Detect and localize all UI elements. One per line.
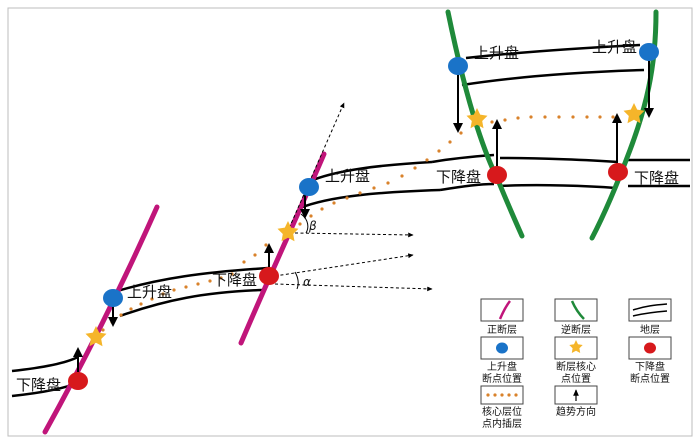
down-point-3 bbox=[487, 166, 507, 184]
label-upthrown-3: 上升盘 bbox=[474, 44, 519, 62]
stratum-right-2 bbox=[431, 153, 495, 192]
stratum-right-4 bbox=[627, 158, 690, 188]
label-upthrown-1: 上升盘 bbox=[127, 283, 172, 301]
reference-lines bbox=[274, 102, 433, 292]
up-point-4 bbox=[639, 43, 659, 61]
legend-core-star-icon bbox=[569, 340, 583, 353]
legend-label-trend: 趋势方向 bbox=[556, 405, 596, 418]
label-downthrown-3: 下降盘 bbox=[436, 168, 481, 186]
legend-reverse-fault-icon bbox=[570, 300, 585, 320]
legend-label-up-point-1: 上升盘 bbox=[487, 360, 517, 373]
legend-interp-icon bbox=[486, 393, 518, 397]
down-point-1 bbox=[68, 372, 88, 390]
angle-arc-beta bbox=[300, 213, 309, 234]
legend-label-core-1: 断层核心 bbox=[556, 360, 596, 373]
normal-fault-1 bbox=[42, 204, 160, 435]
core-star-3 bbox=[466, 108, 488, 129]
stratum-left-2 bbox=[113, 266, 269, 318]
up-point-3 bbox=[448, 57, 468, 75]
up-point-2 bbox=[299, 178, 319, 196]
stratum-right-1 bbox=[461, 43, 645, 87]
legend-label-interp-1: 核心层位 bbox=[482, 405, 522, 418]
stratum-left-3 bbox=[299, 160, 441, 210]
legend-label-down-point-2: 断点位置 bbox=[630, 372, 670, 385]
legend-label-core-2: 点位置 bbox=[561, 372, 591, 385]
up-point-1 bbox=[103, 289, 123, 307]
down-point-2 bbox=[259, 267, 279, 285]
legend-down-point-icon bbox=[644, 342, 656, 354]
legend-stratum-icon-top bbox=[632, 303, 668, 311]
angle-beta-label: β bbox=[308, 219, 317, 233]
normal-fault-2 bbox=[238, 151, 327, 346]
label-downthrown-4: 下降盘 bbox=[634, 169, 679, 187]
legend-label-up-point-2: 断点位置 bbox=[482, 372, 522, 385]
legend-label-stratum: 地层 bbox=[640, 323, 660, 336]
core-star-4 bbox=[623, 103, 645, 124]
label-downthrown-1: 下降盘 bbox=[16, 376, 61, 394]
legend-normal-fault-icon bbox=[498, 300, 511, 320]
legend-label-interp-2: 点内插层 bbox=[482, 417, 522, 430]
label-downthrown-2: 下降盘 bbox=[212, 271, 257, 289]
core-star-2 bbox=[277, 221, 299, 242]
label-upthrown-2: 上升盘 bbox=[325, 167, 370, 185]
legend-box-normal-fault bbox=[480, 298, 524, 322]
core-star-1 bbox=[85, 326, 107, 347]
angle-arc-alpha bbox=[294, 271, 299, 290]
angle-alpha-label: α bbox=[303, 275, 311, 289]
outer-border bbox=[7, 7, 693, 437]
legend-label-down-point-1: 下降盘 bbox=[635, 360, 665, 373]
down-point-4 bbox=[608, 163, 628, 181]
legend-up-point-icon bbox=[496, 342, 508, 354]
legend-label-normal-fault: 正断层 bbox=[487, 323, 517, 336]
label-upthrown-4: 上升盘 bbox=[592, 38, 637, 56]
stratum-right-3 bbox=[499, 156, 619, 190]
legend: 正断层 逆断层 地层 上升盘 断点位置 断层核心 点位置 下降盘 断点位置 核心… bbox=[480, 298, 672, 430]
legend-label-reverse-fault: 逆断层 bbox=[561, 323, 591, 336]
legend-stratum-icon-bottom bbox=[632, 310, 668, 317]
